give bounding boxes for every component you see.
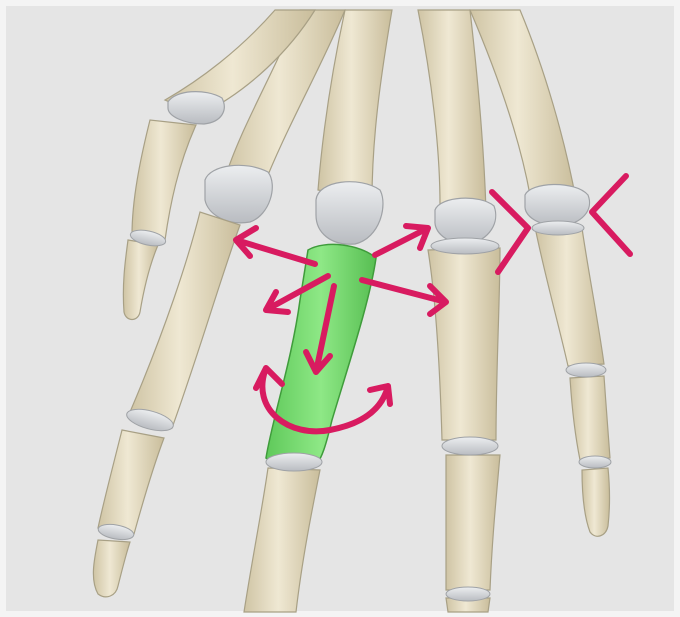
middle-joint-cap [266,453,322,471]
